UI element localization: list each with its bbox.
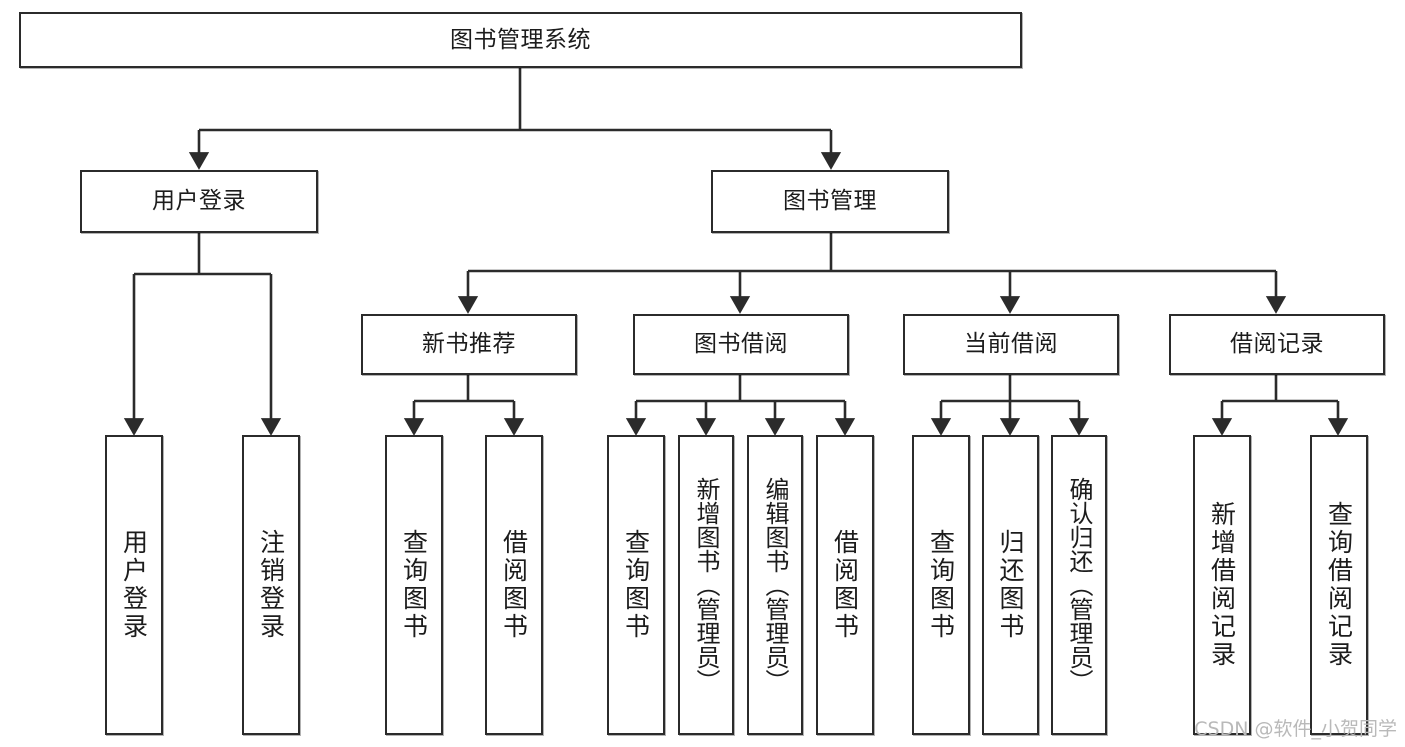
node-label: 图书管理 bbox=[783, 188, 877, 215]
node-new-book-recommend[interactable]: 新书推荐 bbox=[361, 314, 577, 375]
watermark: CSDN @软件_小贺同学 bbox=[1194, 718, 1397, 740]
node-leaf-borrow-book-2[interactable]: 借阅图书 bbox=[816, 435, 874, 735]
node-label: 查询图书 bbox=[621, 529, 651, 641]
node-book-borrow[interactable]: 图书借阅 bbox=[633, 314, 849, 375]
node-label: 新书推荐 bbox=[422, 331, 516, 358]
node-borrow-record[interactable]: 借阅记录 bbox=[1169, 314, 1385, 375]
node-label: 用户登录 bbox=[119, 529, 149, 641]
node-label: 注销登录 bbox=[256, 529, 286, 641]
node-current-borrow[interactable]: 当前借阅 bbox=[903, 314, 1119, 375]
node-leaf-logout-login[interactable]: 注销登录 bbox=[242, 435, 300, 735]
node-label: 借阅图书 bbox=[499, 529, 529, 641]
node-label: 图书管理系统 bbox=[450, 26, 591, 53]
node-label: 用户登录 bbox=[152, 188, 246, 215]
node-root-book-management-system[interactable]: 图书管理系统 bbox=[19, 12, 1022, 68]
node-label: 当前借阅 bbox=[964, 331, 1058, 358]
node-leaf-query-book-2[interactable]: 查询图书 bbox=[607, 435, 665, 735]
node-label: 图书借阅 bbox=[694, 331, 788, 358]
node-leaf-borrow-book-1[interactable]: 借阅图书 bbox=[485, 435, 543, 735]
node-label: 查询图书 bbox=[399, 529, 429, 641]
node-label: 确认归还（管理员） bbox=[1065, 477, 1093, 693]
node-leaf-confirm-return[interactable]: 确认归还（管理员） bbox=[1051, 435, 1107, 735]
node-label: 借阅图书 bbox=[830, 529, 860, 641]
node-user-login[interactable]: 用户登录 bbox=[80, 170, 318, 233]
node-leaf-query-book-3[interactable]: 查询图书 bbox=[912, 435, 970, 735]
node-label: 新增借阅记录 bbox=[1207, 501, 1237, 669]
node-label: 查询图书 bbox=[926, 529, 956, 641]
node-leaf-query-record[interactable]: 查询借阅记录 bbox=[1310, 435, 1368, 735]
node-leaf-return-book[interactable]: 归还图书 bbox=[982, 435, 1039, 735]
node-leaf-add-book[interactable]: 新增图书（管理员） bbox=[678, 435, 734, 735]
node-label: 新增图书（管理员） bbox=[692, 477, 720, 693]
node-label: 归还图书 bbox=[996, 529, 1025, 641]
node-leaf-query-book-1[interactable]: 查询图书 bbox=[385, 435, 443, 735]
node-label: 查询借阅记录 bbox=[1324, 501, 1354, 669]
node-leaf-edit-book[interactable]: 编辑图书（管理员） bbox=[747, 435, 803, 735]
node-leaf-add-record[interactable]: 新增借阅记录 bbox=[1193, 435, 1251, 735]
node-label: 借阅记录 bbox=[1230, 331, 1324, 358]
node-leaf-user-login[interactable]: 用户登录 bbox=[105, 435, 163, 735]
node-label: 编辑图书（管理员） bbox=[761, 477, 789, 693]
node-book-manage[interactable]: 图书管理 bbox=[711, 170, 949, 233]
